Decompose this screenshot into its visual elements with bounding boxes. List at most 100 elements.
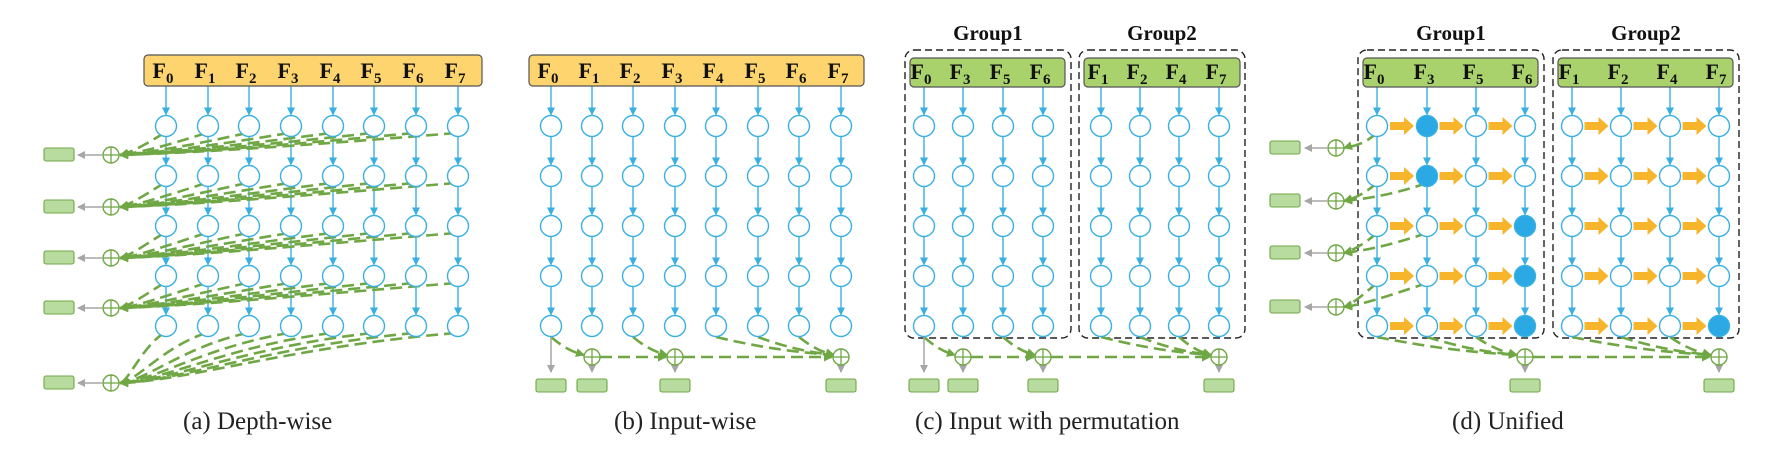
- feature-label: F4: [1657, 59, 1678, 88]
- node: [991, 164, 1015, 188]
- output-box: [535, 378, 567, 393]
- node: [1089, 114, 1113, 138]
- shift-arrow: [1633, 217, 1658, 235]
- output-box: [1027, 378, 1059, 393]
- shift-arrow: [1439, 267, 1464, 285]
- node: [1031, 264, 1055, 288]
- feature-label: F7: [1706, 59, 1727, 88]
- node: [1031, 114, 1055, 138]
- caption-depth-wise: (a) Depth-wise: [183, 408, 333, 435]
- aggregation-curve: [1002, 336, 1036, 357]
- node: [1128, 164, 1152, 188]
- aggregation-curve: [119, 181, 457, 212]
- aggregation-curve: [119, 231, 457, 263]
- shift-arrow: [1488, 317, 1513, 335]
- aggregation-curve: [798, 335, 835, 358]
- aggregation-curve: [119, 281, 248, 312]
- node: [1609, 114, 1633, 138]
- feature-label: F5: [745, 58, 766, 87]
- node: [279, 164, 303, 188]
- shift-arrow: [1390, 167, 1414, 185]
- aggregation-curve: [1343, 231, 1428, 257]
- node: [621, 264, 645, 288]
- feature-label: F2: [620, 58, 641, 87]
- feature-label: F1: [195, 58, 216, 87]
- node: [951, 314, 975, 338]
- node: [1560, 164, 1584, 188]
- node: [951, 214, 975, 238]
- group-frames-layer: [904, 49, 1740, 339]
- shift-arrow: [1584, 217, 1609, 235]
- aggregation-curve: [119, 281, 457, 313]
- node: [1513, 164, 1537, 188]
- shift-arrow: [1488, 167, 1513, 185]
- node: [1365, 314, 1389, 338]
- aggregation-curve: [119, 281, 332, 313]
- node: [829, 114, 853, 138]
- node: [1089, 214, 1113, 238]
- node: [991, 314, 1015, 338]
- output-box: [43, 199, 75, 214]
- feature-label: F7: [445, 58, 466, 87]
- node: [1207, 164, 1231, 188]
- shift-arrow: [1682, 317, 1707, 335]
- node: [1365, 214, 1389, 238]
- group-frame: [904, 49, 1072, 339]
- node: [746, 214, 770, 238]
- output-box: [659, 378, 691, 393]
- edges-layer: [77, 86, 1723, 388]
- node: [1707, 314, 1731, 338]
- feature-label: F1: [1088, 59, 1109, 88]
- shift-arrow: [1390, 217, 1414, 235]
- aggregation-curve: [1669, 335, 1712, 358]
- node: [1089, 164, 1113, 188]
- node: [663, 264, 687, 288]
- group-frame: [1552, 49, 1740, 339]
- node: [154, 164, 178, 188]
- shift-arrow: [1584, 267, 1609, 285]
- shift-arrow: [1488, 117, 1513, 135]
- feature-label: F6: [786, 58, 807, 87]
- node: [362, 214, 386, 238]
- node: [912, 164, 936, 188]
- shift-arrow: [1682, 267, 1707, 285]
- node: [1464, 214, 1488, 238]
- feature-label: F6: [1030, 59, 1051, 88]
- aggregation-curve: [119, 331, 332, 388]
- aggregation-curve: [1426, 335, 1518, 359]
- node: [154, 114, 178, 138]
- node: [1031, 214, 1055, 238]
- node: [1707, 114, 1731, 138]
- node: [446, 114, 470, 138]
- node: [621, 114, 645, 138]
- aggregation-curve: [1571, 335, 1712, 359]
- node: [621, 214, 645, 238]
- node: [539, 264, 563, 288]
- node: [787, 214, 811, 238]
- node: [704, 164, 728, 188]
- output-box: [908, 378, 940, 393]
- feature-label: F3: [662, 58, 683, 87]
- node: [237, 164, 261, 188]
- shift-arrow: [1439, 117, 1464, 135]
- feature-label: F7: [828, 58, 849, 87]
- node: [279, 114, 303, 138]
- node: [154, 214, 178, 238]
- node: [1560, 214, 1584, 238]
- node: [1365, 114, 1389, 138]
- aggregation-curve: [119, 281, 207, 312]
- node: [539, 114, 563, 138]
- node: [404, 264, 428, 288]
- feature-label: F3: [278, 58, 299, 87]
- aggregation-curve: [119, 281, 290, 313]
- caption-unified: (d) Unified: [1452, 408, 1564, 435]
- node: [279, 314, 303, 338]
- node: [991, 114, 1015, 138]
- node: [404, 314, 428, 338]
- node: [196, 264, 220, 288]
- node: [362, 314, 386, 338]
- group-title: Group1: [953, 21, 1023, 45]
- node: [1128, 264, 1152, 288]
- aggregation-curve: [923, 336, 956, 357]
